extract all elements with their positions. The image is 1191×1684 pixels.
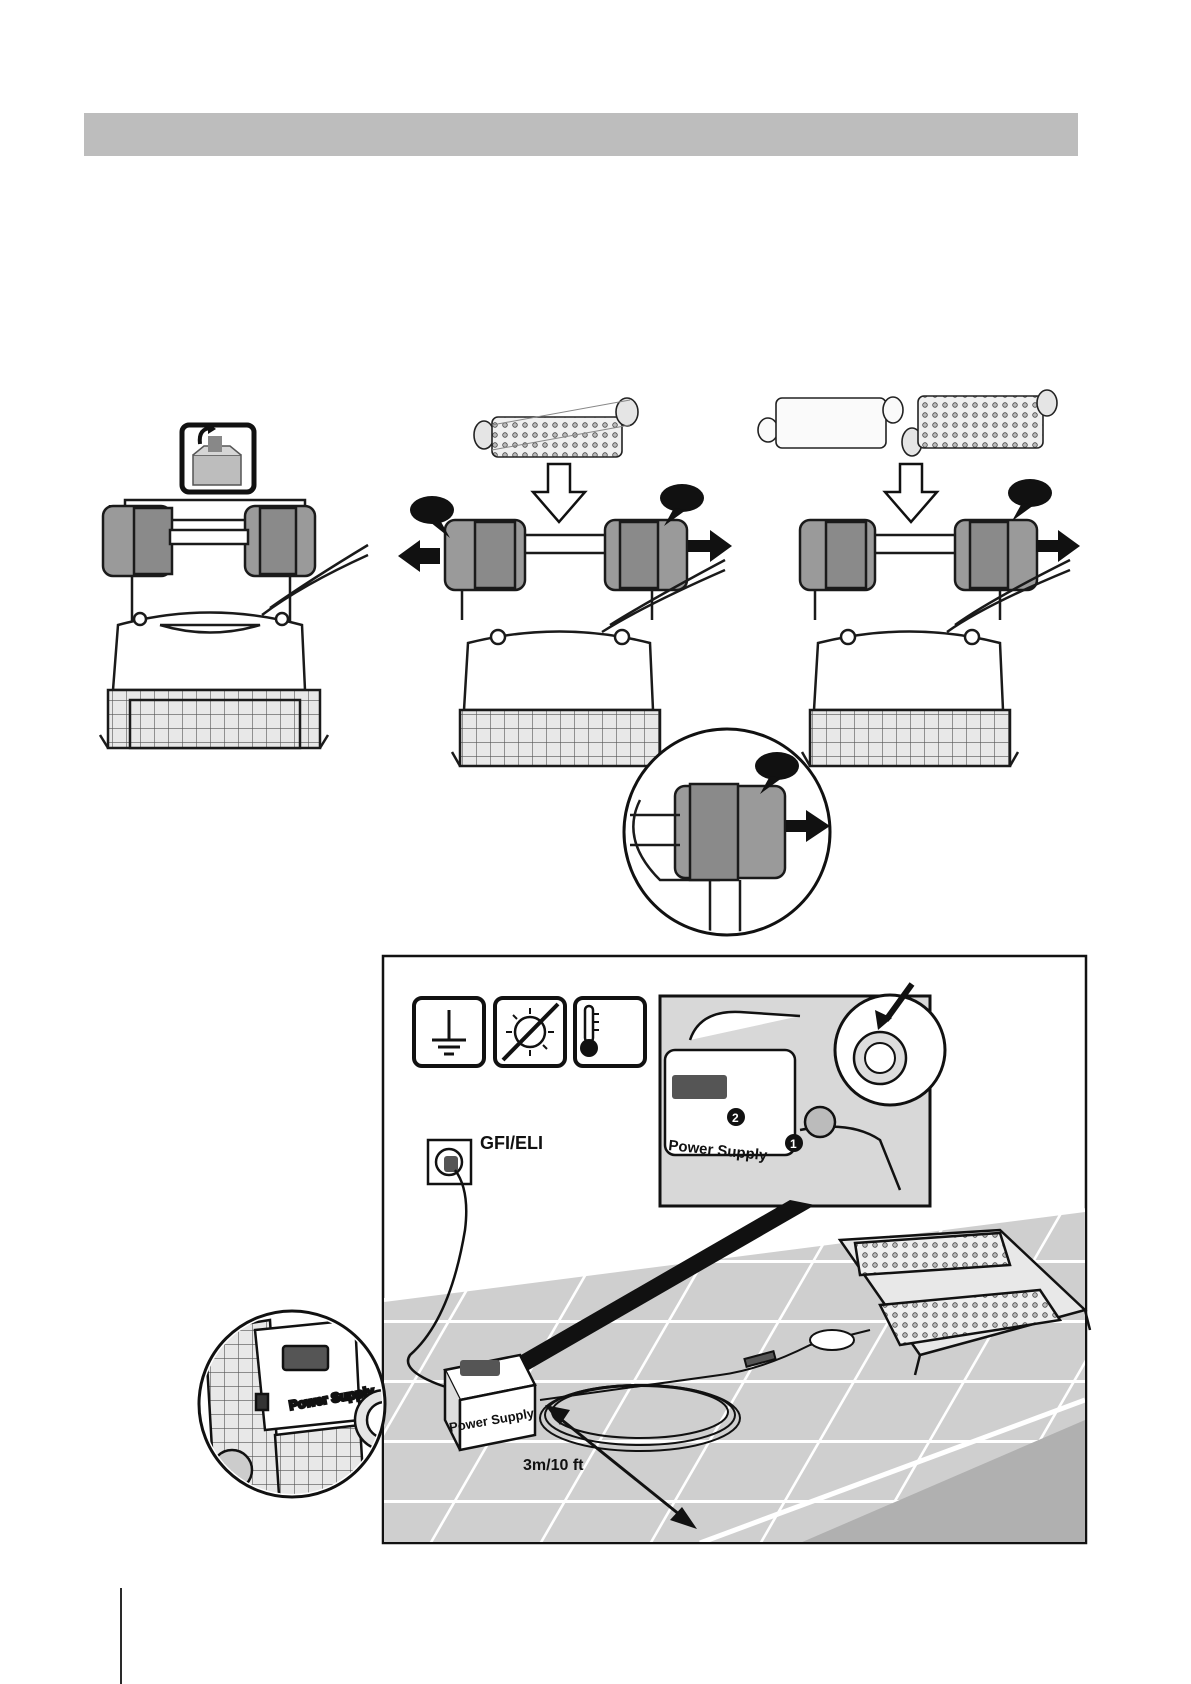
step-2-label: 2 (732, 1111, 739, 1125)
spiked-brush-roller (474, 398, 638, 457)
unbox-icon (182, 423, 254, 492)
distance-label: 3m/10 ft (523, 1457, 584, 1474)
robot-front-view-2 (445, 520, 725, 766)
down-arrow-right (885, 464, 937, 522)
pleated-roller (902, 390, 1057, 456)
gfi-label: GFI/ELI (480, 1133, 543, 1153)
step-1-label: 1 (790, 1137, 797, 1151)
foam-roller (758, 397, 903, 448)
page-margin-rule (120, 1588, 122, 1684)
power-supply-unit: Power Supply (445, 1355, 536, 1450)
no-sun-icon (495, 998, 565, 1066)
setup-figure: GFI/ELI Power Supply 2 1 (383, 956, 1090, 1543)
robot-front-view-1 (100, 500, 368, 748)
robot-front-view-3 (800, 520, 1070, 766)
down-arrow (533, 464, 585, 522)
ground-icon (414, 998, 484, 1066)
thermometer-icon (575, 998, 645, 1066)
detail-zoom-circle (624, 729, 830, 935)
